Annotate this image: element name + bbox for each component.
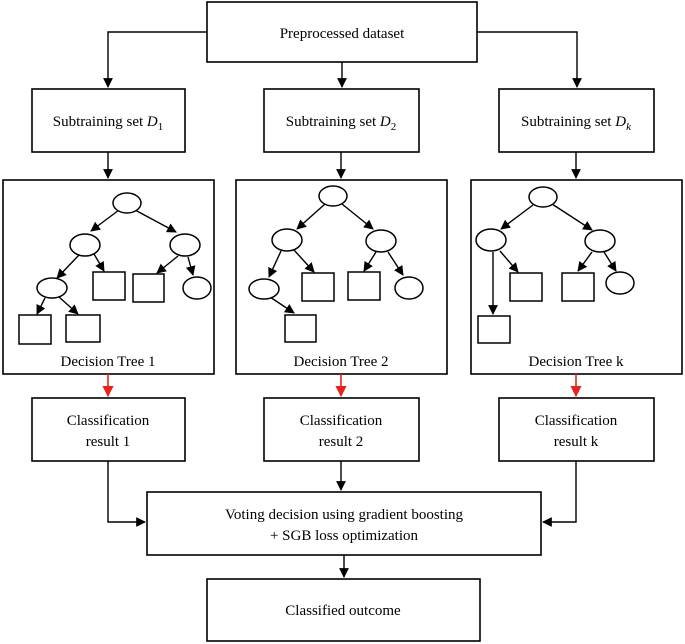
tree-1-node [169, 233, 201, 257]
tree-2-leaf [284, 314, 317, 343]
classification-result-1-line2: result 1 [86, 434, 131, 450]
classification-result-1-box [31, 397, 186, 462]
subtraining-set-1-box [31, 88, 186, 153]
preprocessed-dataset-box [206, 1, 478, 63]
tree-2-leaf [301, 272, 335, 302]
decision-tree-1-panel: Decision Tree 1 [2, 179, 215, 375]
flow-result-k-to-voting [542, 461, 577, 527]
voting-decision-line1: Voting decision using gradient boosting [225, 507, 464, 523]
classification-result-2-line2: result 2 [319, 434, 364, 450]
decision-tree-2-panel: Decision Tree 2 [235, 179, 448, 375]
voting-decision-box [146, 491, 542, 556]
classification-result-2-box [263, 397, 420, 462]
flow-top-to-subset-k [477, 31, 582, 88]
subtraining-set-2-label: Subtraining set D2 [286, 114, 397, 133]
tree-1-leaf [65, 314, 101, 343]
tree-2-node [365, 229, 397, 253]
tree-k-node [605, 271, 635, 295]
tree-k-node [475, 228, 507, 252]
classified-outcome-label: Classified outcome [285, 603, 401, 619]
classification-result-k-box [498, 397, 655, 462]
tree-k-leaf [509, 272, 543, 302]
classification-result-1-line1: Classification [67, 413, 150, 429]
tree-2-root-node [318, 185, 348, 207]
tree-k-leaf [561, 272, 595, 302]
tree-1-node [69, 233, 101, 257]
tree-1-node [182, 276, 212, 300]
tree-2-node [248, 278, 280, 300]
preprocessed-dataset-label: Preprocessed dataset [280, 26, 405, 42]
decision-tree-1-label: Decision Tree 1 [61, 354, 156, 370]
tree-1-leaf [92, 271, 126, 301]
tree-2-node [394, 276, 424, 300]
classification-result-2-line1: Classification [300, 413, 383, 429]
tree-1-leaf [18, 314, 52, 345]
tree-k-node [584, 229, 616, 253]
tree-2-leaf [347, 271, 381, 301]
decision-tree-k-label: Decision Tree k [529, 354, 624, 370]
classification-result-k-line1: Classification [535, 413, 618, 429]
subtraining-set-k-box [498, 88, 655, 153]
tree-k-root-node [528, 186, 558, 208]
subtraining-set-k-label: Subtraining set Dk [521, 114, 632, 133]
decision-tree-2-label: Decision Tree 2 [294, 354, 389, 370]
flow-result-1-to-voting [107, 461, 146, 527]
decision-tree-k-panel: Decision Tree k [470, 179, 683, 375]
voting-decision-line2: + SGB loss optimization [270, 528, 419, 544]
subtraining-set-1-label: Subtraining set D1 [53, 114, 164, 133]
classification-result-k-line2: result k [554, 434, 599, 450]
tree-1-root-node [112, 192, 142, 214]
tree-k-leaf [477, 315, 511, 344]
classified-outcome-box [206, 578, 481, 642]
tree-1-node [36, 277, 68, 299]
tree-1-leaf [132, 273, 165, 303]
tree-2-node [271, 228, 303, 252]
flow-top-to-subset-1 [103, 31, 207, 88]
